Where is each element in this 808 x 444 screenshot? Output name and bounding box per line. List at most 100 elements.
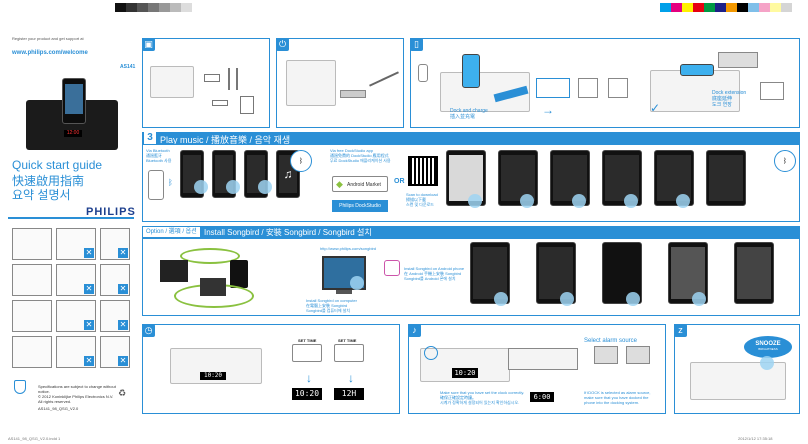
close-icon: ✕ [118,284,128,294]
set-time-label-b: SET TIME [338,338,357,343]
bluetooth-icon: ᛒ [168,178,173,187]
idock-note-1: If iDOCK is selected as alarm source, [584,390,651,395]
dockstudio-badge: Philips DockStudio [332,200,388,212]
clock-display-main: 10:20 [200,372,226,380]
install-computer-zh: 在電腦上安裝 Songbird [306,303,348,308]
install-computer-en: Install Songbird on computer [306,298,357,303]
arrow-down-icon: ↓ [348,371,354,385]
option-header [142,226,800,238]
dock-extension-label: Dock extension 底座延伸 도크 연장 [712,90,746,108]
warning-heat: ✕ [100,264,130,296]
via-bluetooth-ko: Bluetooth 사용 [146,158,172,163]
set-time-label-a: SET TIME [298,338,317,343]
play-music-header [142,132,800,144]
tap-hand-icon [560,292,574,306]
philips-logo: PHILIPS [86,206,136,218]
snooze-sub-label: BRIGHTNESS [758,347,778,351]
warning-humidity: ✕ [100,300,130,332]
warning-open: ✕ [56,264,96,296]
tap-hand-icon [468,194,482,208]
play-music-panel [142,144,800,222]
alarm-buttons-image [508,348,578,370]
play-music-title: Play music / 播放音樂 / 음악 재생 [160,135,291,145]
tap-hand-icon [626,292,640,306]
recycle-icon: ♻ [118,388,127,398]
alarm-note-en: Make sure that you have set the clock co… [440,390,525,395]
legal-line-1: Specifications are subject to change wit… [38,384,116,394]
warning-dust [12,300,52,332]
scan-label: Scan to download 掃描以下載 스캔 및 다운로드 [406,192,438,207]
clock-icon: ◷ [142,324,155,337]
alarm-source-image-b [626,346,650,364]
warning-sun: ✕ [56,300,96,332]
app-screens [446,150,766,220]
tap-hand-icon [572,194,586,208]
tap-hand-icon [520,194,534,208]
close-icon: ✕ [84,248,94,258]
model-number: AS141 [120,64,136,70]
close-icon: ✕ [84,284,94,294]
dock-phone-sequence [418,48,798,126]
snooze-panel [674,324,800,414]
step-box-power [276,38,404,128]
android-icon: ◆ [336,179,343,189]
warning-hands [12,228,52,260]
cover-title-en: Quick start guide [12,158,103,172]
or-label: OR [394,178,405,185]
box-icon: ▣ [142,38,155,51]
alarm-note-ko: 시계가 정확하게 설정되어 있는지 확인하십시오. [440,400,520,405]
close-icon: ✕ [84,320,94,330]
alarm-clock-note: Make sure that you have set the clock co… [440,390,524,405]
power-adapter [340,90,366,98]
power-icon: ⏻ [276,38,289,51]
install-android-ko: Songbird를 Android 폰에 설치 [404,276,456,281]
idock-note-2: make sure that you have docked the [584,395,649,400]
cover-title-zh: 快速啟用指南 [12,174,85,188]
select-alarm-source: Select alarm source [584,338,638,344]
arrow-right-icon: → [542,103,554,117]
alarm-panel [408,324,666,414]
option-title: Install Songbird / 安裝 Songbird / Songbir… [204,228,372,237]
dock-extension-ko: 도크 연장 [712,102,732,108]
close-icon: ✕ [84,356,94,366]
close-icon: ✕ [118,320,128,330]
clock-display-a: 10:20 [292,388,322,400]
step-number-3: 3 [144,132,156,144]
cover-panel: Register your product and get support at… [8,34,136,438]
close-icon: ✕ [118,356,128,366]
via-app-en: Via free DockStudio app [330,148,374,153]
alarm-snooze-icon: z [674,324,687,337]
dock-and-charge-label: Dock and charge 插入並充電 [450,108,488,120]
warnings-grid: ✕ ✕ ✕ ✕ ✕ ✕ ✕ ✕ [12,228,130,370]
bell-icon: ♪ [408,324,421,337]
tap-hand-icon [676,194,690,208]
warning-pressure: ✕ [100,336,130,368]
via-app-zh: 通過免費的 DockStudio 應用程式 [330,153,389,158]
dock-extension-en: Dock extension [712,90,747,96]
alarm-source-image-a [594,346,618,364]
package-contents [150,60,262,120]
songbird-app-icon [384,260,400,276]
warning-drop: ✕ [56,336,96,368]
cover-title-ko: 요약 설명서 [12,188,71,202]
via-bluetooth-label: Via Bluetooth 通過藍牙 Bluetooth 사용 [146,148,171,163]
bt-button-zoom-icon: ᛒ [774,150,796,172]
doc-code: AS141_98_QSG_V2.0 [38,406,79,411]
product-image: 12:00 [26,78,118,150]
step-box-contents [142,38,270,128]
footer-right: 2012/1/12 17:35:18 [738,436,773,441]
android-market-text: Android Market [347,182,381,188]
install-android-en: Install Songbird on Android phone [404,266,465,271]
scan-ko: 스캔 및 다운로드 [406,202,434,207]
alarm-zoom-icon [424,346,438,360]
dock-and-charge-en: Dock and charge [450,108,488,114]
checkmark-icon: ✓ [650,101,661,115]
tap-hand-icon [624,194,638,208]
install-computer-ko: Songbird를 컴퓨터에 설치 [306,308,350,313]
tap-hand-icon [194,180,208,194]
via-app-ko: 무료 DockStudio 애플리케이션 사용 [330,158,391,163]
scan-zh: 掃描以下載 [406,197,426,202]
tap-hand-icon [226,180,240,194]
option-panel [142,238,800,316]
alarm-display-left: 10:20 [452,368,478,378]
